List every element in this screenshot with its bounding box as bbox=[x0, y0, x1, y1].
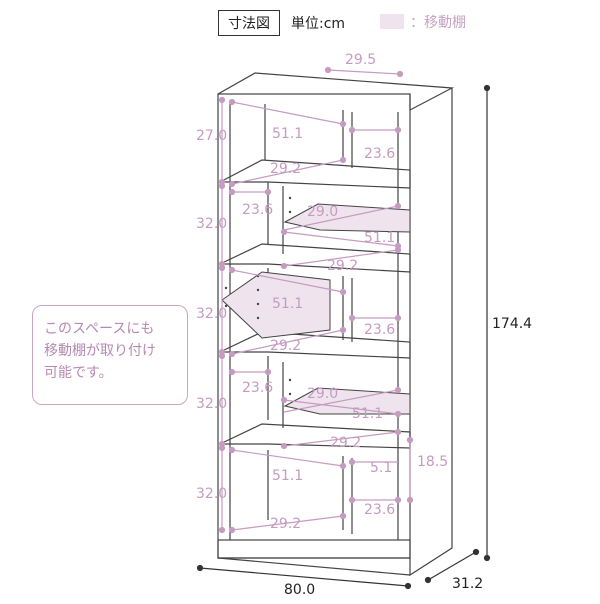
label-section-height-4: 32.0 bbox=[196, 396, 227, 412]
label-total-width: 80.0 bbox=[284, 582, 315, 598]
legend-movable-shelf: ：移動棚 bbox=[410, 15, 466, 31]
label-inner-depth-2: 29.2 bbox=[327, 258, 358, 274]
label-right-width-3: 23.6 bbox=[364, 502, 395, 518]
movable-shelves bbox=[221, 203, 411, 415]
label-inner-width-3: 51.1 bbox=[272, 296, 303, 312]
label-inner-depth-4: 29.2 bbox=[330, 435, 361, 451]
dimension-labels: 29.5 27.0 32.0 32.0 32.0 32.0 51.1 51.1 … bbox=[196, 52, 448, 532]
label-inner-depth-5: 29.2 bbox=[270, 516, 301, 532]
label-top-depth: 29.5 bbox=[345, 52, 376, 68]
callout-box bbox=[32, 305, 188, 405]
label-section-height-1: 27.0 bbox=[196, 128, 227, 144]
label-movable-depth-2: 29.0 bbox=[307, 386, 338, 402]
label-section-height-2: 32.0 bbox=[196, 216, 227, 232]
label-inner-width-1: 51.1 bbox=[272, 126, 303, 142]
label-inner-width-4: 51.1 bbox=[352, 406, 383, 422]
label-inner-width-2: 51.1 bbox=[364, 230, 395, 246]
label-section-height-5: 32.0 bbox=[196, 486, 227, 502]
label-left-width-1: 23.6 bbox=[242, 202, 273, 218]
label-inner-depth-1: 29.2 bbox=[270, 161, 301, 177]
label-right-width-2: 23.6 bbox=[364, 322, 395, 338]
label-inner-depth-3: 29.2 bbox=[270, 338, 301, 354]
legend-title: 寸法図 bbox=[228, 16, 270, 32]
label-total-height: 174.4 bbox=[492, 316, 532, 332]
label-total-depth: 31.2 bbox=[452, 576, 483, 592]
outer-labels: 174.4 80.0 31.2 bbox=[284, 316, 532, 598]
label-inner-width-5: 51.1 bbox=[272, 468, 303, 484]
label-section-height-3: 32.0 bbox=[196, 306, 227, 322]
peg-holes bbox=[224, 196, 292, 396]
legend-unit: 単位:cm bbox=[291, 16, 346, 32]
legend-title-box: 寸法図 bbox=[218, 10, 280, 36]
callout-text: このスペースにも 移動棚が取り付け 可能です。 bbox=[44, 321, 156, 381]
outer-dimension-lines bbox=[196, 84, 491, 590]
label-shelf-thickness: 5.1 bbox=[370, 460, 392, 476]
label-movable-depth-1: 29.0 bbox=[307, 204, 338, 220]
label-left-width-2: 23.6 bbox=[242, 380, 273, 396]
dimension-lines bbox=[218, 66, 414, 534]
label-side-depth: 18.5 bbox=[417, 454, 448, 470]
label-right-width-1: 23.6 bbox=[364, 146, 395, 162]
movable-shelf-swatch bbox=[380, 14, 404, 29]
